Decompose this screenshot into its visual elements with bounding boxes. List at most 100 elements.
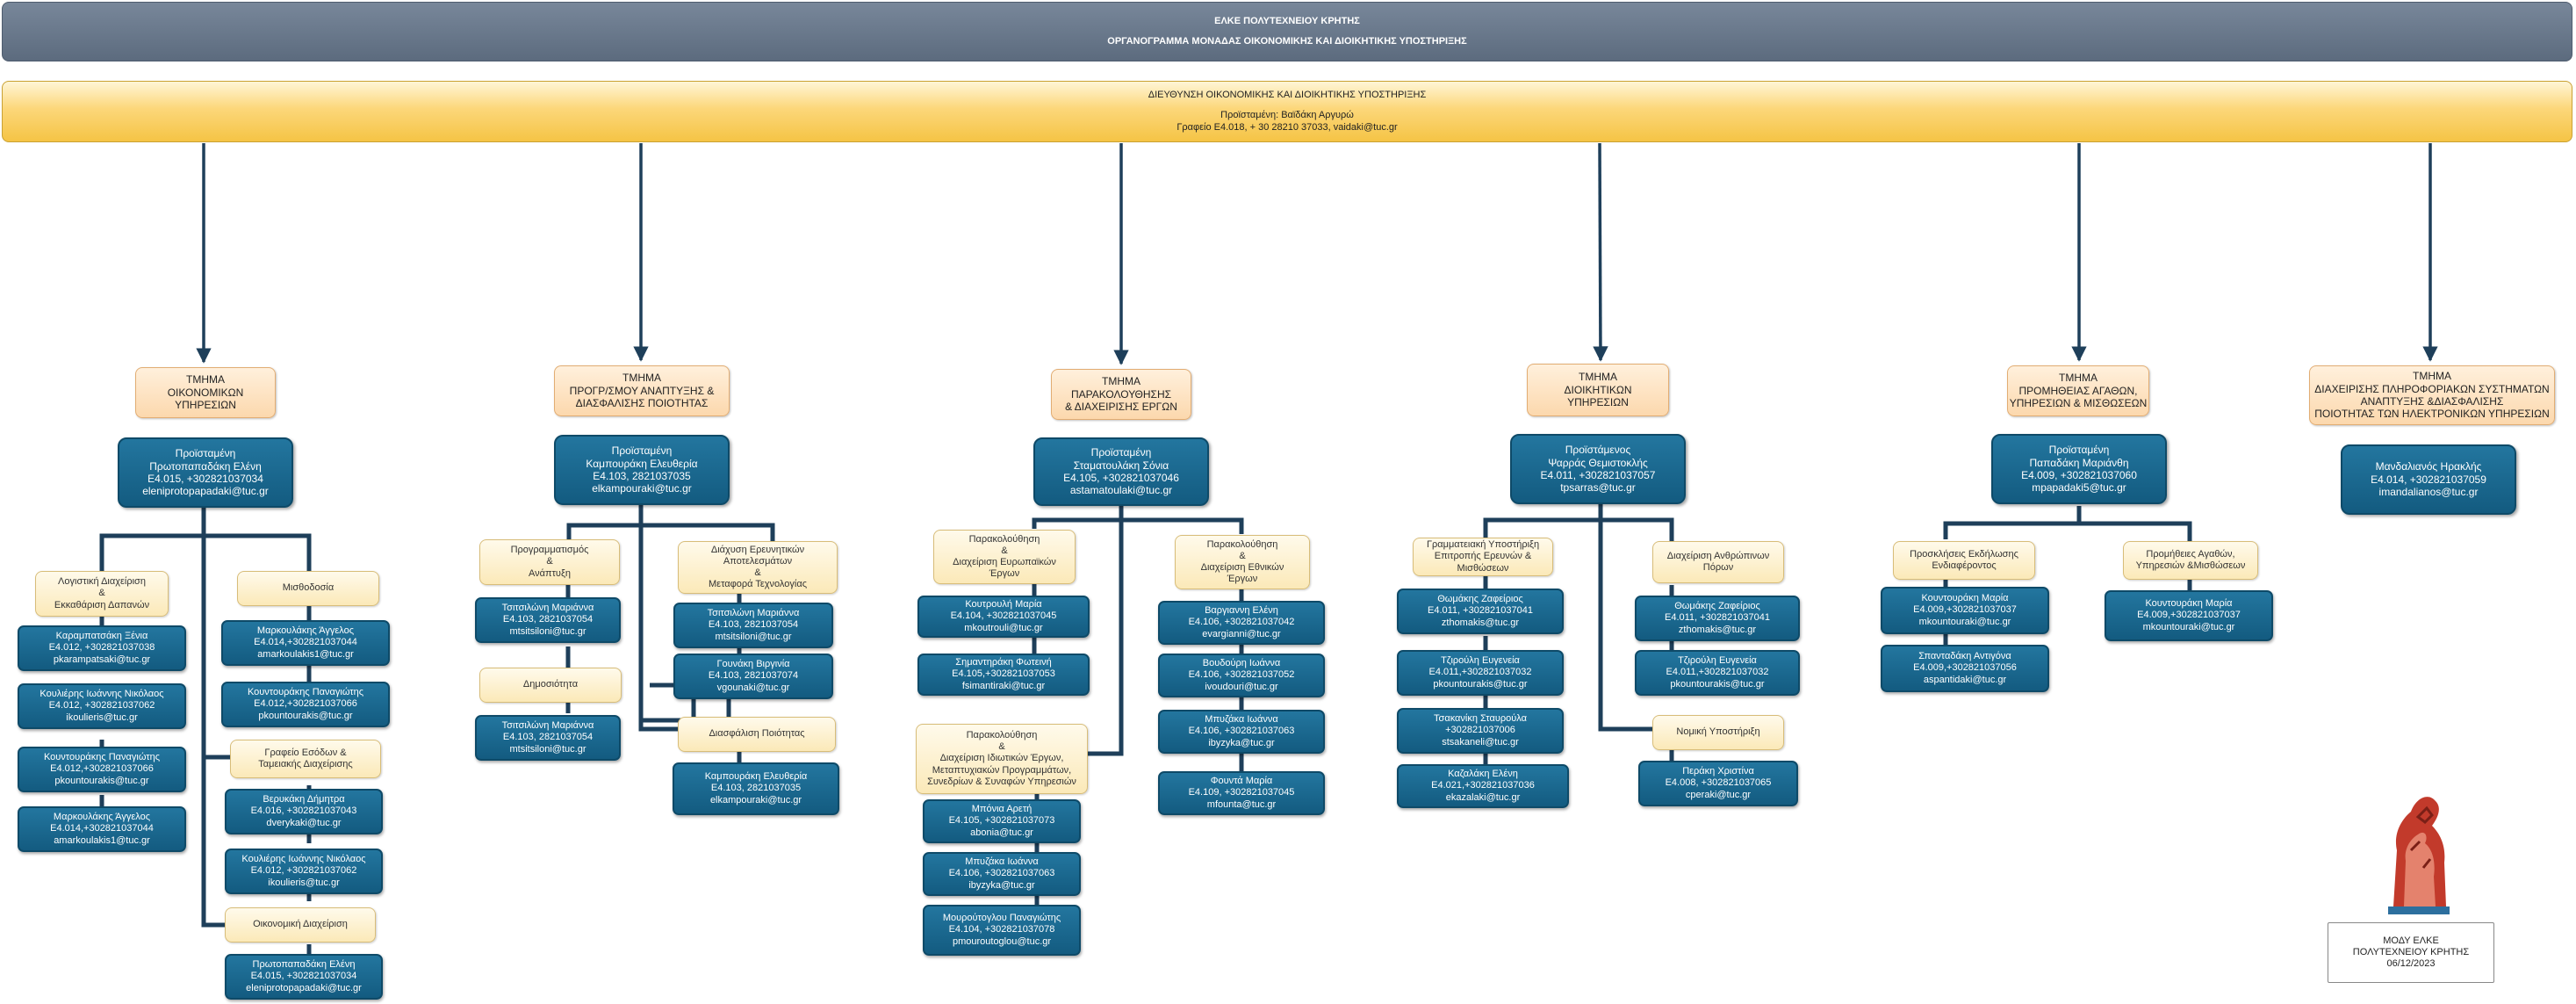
section-1-line: Λογιστική Διαχείριση [58, 576, 146, 588]
staff-member-line: mtsitsiloni@tuc.gr [715, 631, 792, 642]
staff-member-line: ivoudouri@tuc.gr [1205, 681, 1278, 692]
staff-member-line: Θωμάκης Ζαφείριος [1437, 594, 1523, 605]
section-10-line: & [1239, 550, 1246, 561]
staff-member-line: fsimantiraki@tuc.gr [961, 680, 1046, 691]
department-head-2-line: elkampouraki@tuc.gr [592, 482, 692, 495]
section-2: Μισθοδοσία [237, 571, 379, 606]
section-5-line: Προγραμματισμός [510, 545, 589, 556]
department-3-line: & ΔΙΑΧΕΙΡΙΣΗΣ ΕΡΓΩΝ [1065, 401, 1177, 414]
department-head-4-line: Ψαρράς Θεμιστοκλής [1548, 456, 1648, 469]
section-3: Γραφείο Εσόδων &Ταμειακής Διαχείρισης [230, 740, 381, 778]
department-3-line: ΤΜΗΜΑ [1102, 375, 1140, 388]
staff-member-line: Κουντουράκη Μαρία [1921, 593, 2009, 604]
department-3-line: ΠΑΡΑΚΟΛΟΥΘΗΣΗΣ [1070, 387, 1172, 401]
section-12-line: Μισθώσεων [1457, 562, 1509, 574]
staff-member-line: Ε4.011,+302821037032 [1428, 667, 1532, 678]
staff-member-line: pkountourakis@tuc.gr [1670, 678, 1765, 690]
staff-member-line: Ε4.103, 2821037054 [708, 619, 799, 631]
staff-member-line: aspantidaki@tuc.gr [1923, 674, 2007, 685]
staff-member-line: Κουντουράκης Παναγιώτης [247, 687, 364, 698]
staff-member-line: Ε4.014,+302821037044 [50, 823, 154, 834]
footer-line2: ΠΟΛΥΤΕΧΝΕΙΟΥ ΚΡΗΤΗΣ [2352, 946, 2470, 957]
department-head-3-line: Προϊσταμένη [1090, 446, 1152, 459]
department-1-line: ΤΜΗΜΑ [186, 373, 225, 386]
staff-member-line: mfounta@tuc.gr [1206, 798, 1277, 810]
department-6-line: ΑΝΑΠΤΥΞΗΣ &ΔΙΑΣΦΑΛΙΣΗΣ [2360, 395, 2504, 408]
staff-member-line: pkarampatsaki@tuc.gr [53, 654, 151, 665]
staff-member-line: Ε4.015, +302821037034 [250, 971, 357, 982]
staff-member-line: +302821037006 [1445, 725, 1515, 736]
staff-member-line: Φουντά Μαρία [1210, 776, 1273, 787]
section-9-line: Παρακολούθηση [968, 533, 1040, 545]
staff-member-line: Σημαντηράκη Φωτεινή [955, 657, 1052, 668]
section-1-line: Εκκαθάριση Δαπανών [54, 599, 150, 610]
staff-member-line: mtsitsiloni@tuc.gr [509, 743, 586, 755]
department-head-2-line: Ε4.103, 2821037035 [593, 470, 691, 482]
staff-member-line: mkoutrouli@tuc.gr [964, 622, 1043, 633]
staff-member-line: Ε4.009,+302821037037 [1913, 604, 2017, 616]
department-4-line: ΥΠΗΡΕΣΙΩΝ [1567, 396, 1629, 409]
department-5-line: ΤΜΗΜΑ [2059, 372, 2097, 385]
department-4-line: ΔΙΟΙΚΗΤΙΚΩΝ [1564, 383, 1632, 396]
staff-member-line: Τζιρούλη Ευγενεία [1678, 655, 1757, 667]
staff-member-line: Ε4.103, 2821037054 [502, 614, 594, 625]
department-6-line: ΤΜΗΜΑ [2413, 370, 2451, 383]
direction-head: Προϊσταμένη: Βαϊδάκη Αργυρώ [1220, 110, 1354, 121]
staff-member-line: Βερυκάκη Δήμητρα [263, 794, 345, 805]
staff-member-line: Ε4.106, +302821037052 [1188, 669, 1295, 681]
section-4-line: Οικονομική Διαχείριση [253, 919, 348, 930]
direction-box: ΔΙΕΥΘΥΝΣΗ ΟΙΚΟΝΟΜΙΚΗΣ ΚΑΙ ΔΙΟΙΚΗΤΙΚΗΣ ΥΠ… [2, 81, 2572, 142]
section-6-line: Δημοσιότητα [522, 679, 579, 690]
staff-member-line: mkountouraki@tuc.gr [2142, 621, 2235, 632]
department-5-line: ΠΡΟΜΗΘΕΙΑΣ ΑΓΑΘΩΝ, [2018, 384, 2138, 397]
staff-member-line: Κουλιέρης Ιωάννης Νικόλαος [40, 689, 164, 700]
section-15-line: Προσκλήσεις Εκδήλωσης [1910, 548, 2018, 560]
section-7-line: Αποτελεσμάτων [723, 555, 793, 567]
department-4-line: ΤΜΗΜΑ [1579, 371, 1617, 384]
section-11-line: Διαχείριση Ιδιωτικών Έργων, [939, 753, 1064, 764]
section-11-line: & [998, 741, 1005, 753]
staff-member-line: Μπυζάκα Ιωάννα [965, 856, 1039, 868]
staff-member-line: Μαρκουλάκης Άγγελος [256, 625, 355, 637]
staff-member-line: Μαρκουλάκης Άγγελος [53, 812, 151, 823]
staff-member-line: Ε4.008, +302821037065 [1665, 777, 1772, 789]
direction-title: ΔΙΕΥΘΥΝΣΗ ΟΙΚΟΝΟΜΙΚΗΣ ΚΑΙ ΔΙΟΙΚΗΤΙΚΗΣ ΥΠ… [1148, 90, 1427, 101]
section-16: Προμήθειες Αγαθών,Υπηρεσιών &Μισθώσεων [2123, 541, 2258, 580]
staff-member-line: Βουδούρη Ιωάννα [1202, 658, 1281, 669]
section-11-line: Παρακολούθηση [966, 730, 1038, 741]
department-head-3-line: Σταματουλάκη Σόνια [1073, 459, 1169, 472]
department-head-2-line: Προϊσταμένη [611, 444, 673, 458]
section-14: Νομική Υποστήριξη [1652, 715, 1784, 750]
staff-member-line: Γουνάκη Βιργινία [716, 659, 790, 670]
section-13-line: Διαχείριση Ανθρώπινων [1666, 550, 1770, 561]
staff-member-line: Ε4.016, +302821037043 [250, 805, 357, 817]
university-logo-icon [2388, 797, 2450, 914]
header-line2: ΟΡΓΑΝΟΓΡΑΜΜΑ ΜΟΝΑΔΑΣ ΟΙΚΟΝΟΜΙΚΗΣ ΚΑΙ ΔΙΟ… [1107, 36, 1467, 47]
department-1-line: ΟΙΚΟΝΟΜΙΚΩΝ [167, 386, 244, 399]
staff-member-line: Ε4.106, +302821037063 [948, 868, 1055, 879]
section-5-line: Ανάπτυξη [529, 567, 571, 579]
staff-member-line: elkampouraki@tuc.gr [709, 794, 802, 805]
section-7-line: Διάχυση Ερευνητικών [710, 544, 805, 555]
